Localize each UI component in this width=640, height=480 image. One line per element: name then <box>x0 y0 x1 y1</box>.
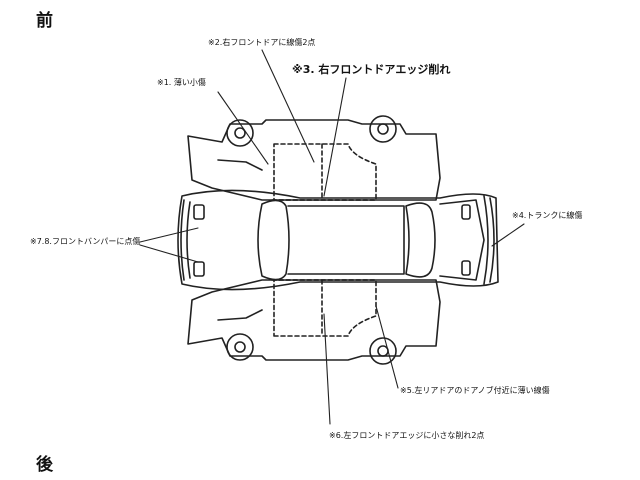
top-view-outline <box>177 189 499 291</box>
damage-note-7-8: ※7.8.フロントバンパーに点傷 <box>30 237 141 246</box>
right-side-outline <box>187 119 441 201</box>
right-side-panel <box>187 115 441 201</box>
left-doors-dashed-outline <box>273 279 377 337</box>
right-rear-hub <box>377 123 389 135</box>
right-rear-wheel <box>369 115 397 143</box>
front-label: 前 <box>36 11 53 31</box>
front-bumper-inner <box>186 201 191 279</box>
leader-note-6 <box>323 313 331 425</box>
right-side-window-line <box>217 159 263 171</box>
damage-note-6: ※6.左フロントドアエッジに小さな削れ2点 <box>329 431 485 440</box>
leader-note-8 <box>139 244 199 263</box>
leader-note-3 <box>323 77 347 197</box>
left-rear-wheel <box>369 337 397 365</box>
leader-note-4 <box>491 223 525 247</box>
leader-note-2 <box>261 49 315 163</box>
right-headlight <box>193 261 205 277</box>
right-taillight <box>461 260 471 276</box>
leader-note-5 <box>375 305 399 389</box>
left-side-outline <box>187 279 441 361</box>
left-front-wheel <box>226 333 254 361</box>
left-side-window-line <box>217 309 263 321</box>
left-front-hub <box>234 341 246 353</box>
damage-note-3: ※3. 右フロントドアエッジ削れ <box>292 63 451 76</box>
damage-note-5: ※5.左リアドアのドアノブ付近に薄い線傷 <box>400 386 550 395</box>
leader-lines <box>139 49 525 425</box>
rear-bumper <box>483 195 489 285</box>
rear-bumper-inner <box>489 197 495 283</box>
leader-note-7 <box>139 227 199 243</box>
left-rear-hub <box>377 345 389 357</box>
rear-window <box>405 202 436 278</box>
left-headlight <box>193 204 205 220</box>
damage-note-2: ※2.右フロントドアに線傷2点 <box>208 38 316 47</box>
roof-outline <box>287 205 405 275</box>
trunk-outline <box>439 199 485 281</box>
right-doors-dashed-outline <box>273 143 377 201</box>
rear-label: 後 <box>36 455 53 475</box>
right-front-wheel <box>226 119 254 147</box>
left-taillight <box>461 204 471 220</box>
top-view <box>177 189 499 291</box>
right-front-hub <box>234 127 246 139</box>
damage-note-1: ※1. 薄い小傷 <box>157 78 206 87</box>
leader-note-1 <box>217 91 269 165</box>
left-side-panel <box>187 279 441 365</box>
damage-note-4: ※4.トランクに線傷 <box>512 211 583 220</box>
front-bumper <box>180 199 185 281</box>
windshield <box>257 199 290 281</box>
